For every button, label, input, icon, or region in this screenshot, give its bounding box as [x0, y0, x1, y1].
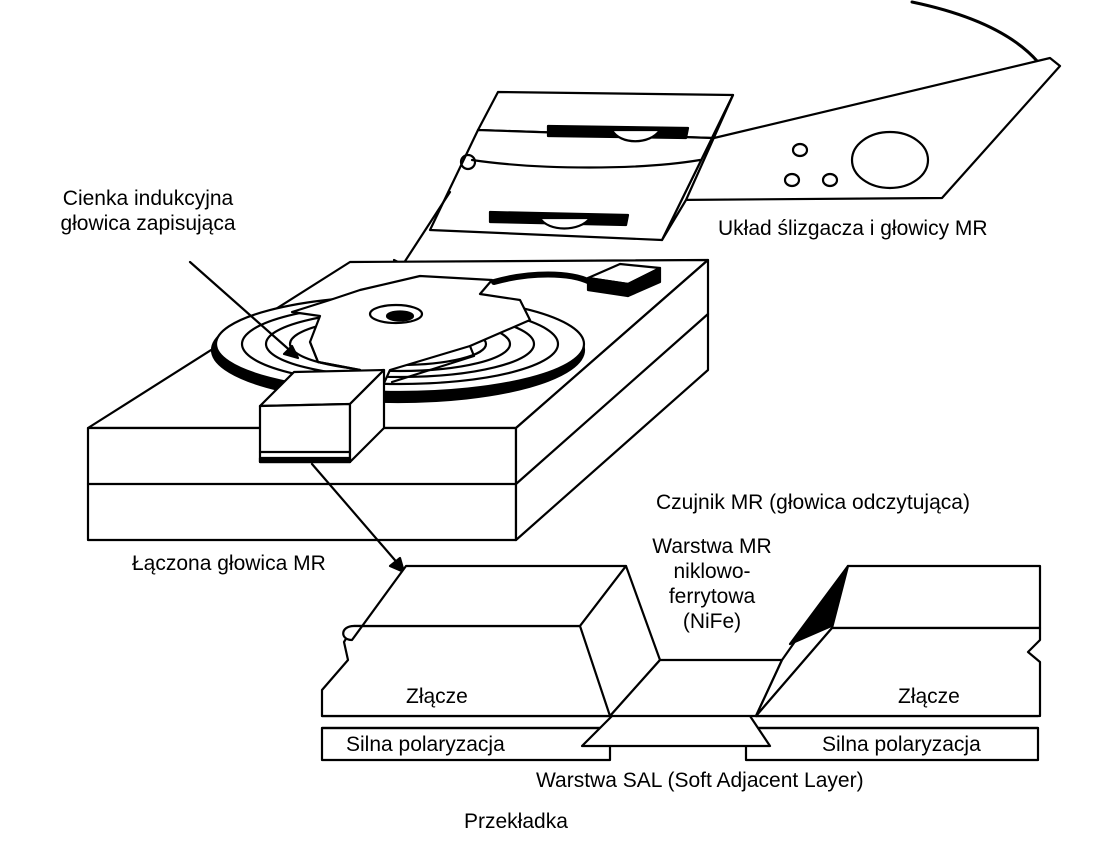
arrow-pole-to-sensor: [310, 462, 402, 568]
junction-left-top: [342, 564, 628, 642]
label-hard-bias-left: Silna polaryzacja: [346, 733, 505, 756]
yoke-gap-inner: [385, 310, 415, 322]
label-hard-bias-right: Silna polaryzacja: [822, 733, 981, 756]
label-mr-layer-nife: Warstwa MR niklowo- ferrytowa (NiFe): [626, 534, 798, 634]
label-mr-sensor-read-head: Czujnik MR (głowica odczytująca): [656, 491, 970, 514]
yoke-edge-2: [390, 344, 476, 384]
lead: [491, 271, 593, 285]
label-mr-layer-line-1: Warstwa MR: [652, 535, 772, 558]
block-layer-right: [514, 312, 710, 486]
slider-pin: [459, 153, 477, 171]
pole-stripe: [258, 456, 352, 464]
label-thin-inductive-write-head: Cienka indukcyjna głowica zapisująca: [38, 186, 258, 236]
junction-right-block: [754, 626, 1042, 718]
slider-rail-bottom-notch: [538, 216, 592, 230]
pole-front: [258, 402, 352, 464]
mr-sensor-section: [320, 564, 1042, 762]
label-junction-right: Złącze: [898, 685, 960, 708]
label-write-head-line-1: Cienka indukcyjna: [62, 187, 234, 210]
arm-hole-2: [783, 172, 801, 188]
arm-hole-3: [821, 172, 839, 188]
arm-round-pad: [850, 130, 930, 190]
label-spacer: Przekładka: [464, 810, 568, 833]
arrow-write-head-tip: [282, 344, 300, 360]
label-mr-layer-line-2: niklowo-: [673, 560, 751, 583]
yoke-edge: [308, 340, 362, 372]
head-chip: [86, 258, 710, 542]
label-sal-layer: Warstwa SAL (Soft Adjacent Layer): [536, 769, 864, 792]
label-junction-left: Złącze: [406, 685, 468, 708]
slider-rail-top-notch: [610, 128, 662, 143]
label-mr-layer-line-3: ferrytowa: [668, 585, 756, 608]
arm-hole-1: [791, 142, 809, 158]
arrow-write-head: [188, 260, 296, 356]
pole-side: [348, 368, 386, 464]
cable: [910, 0, 1040, 64]
arrow-slider-to-head: [396, 190, 452, 274]
label-mr-layer-line-4: (NiFe): [682, 610, 742, 633]
arrow-pole-to-sensor-tip: [388, 556, 406, 574]
label-write-head-line-2: głowica zapisująca: [60, 212, 236, 235]
label-slider-mr-head-assembly: Układ ślizgacza i głowicy MR: [718, 217, 988, 240]
slider-assembly: [428, 0, 1062, 242]
junction-right-top: [830, 564, 1042, 630]
label-combined-mr-head: Łączona głowica MR: [132, 552, 326, 575]
contact-pad-side: [626, 266, 662, 298]
slider-groove: [470, 158, 702, 169]
